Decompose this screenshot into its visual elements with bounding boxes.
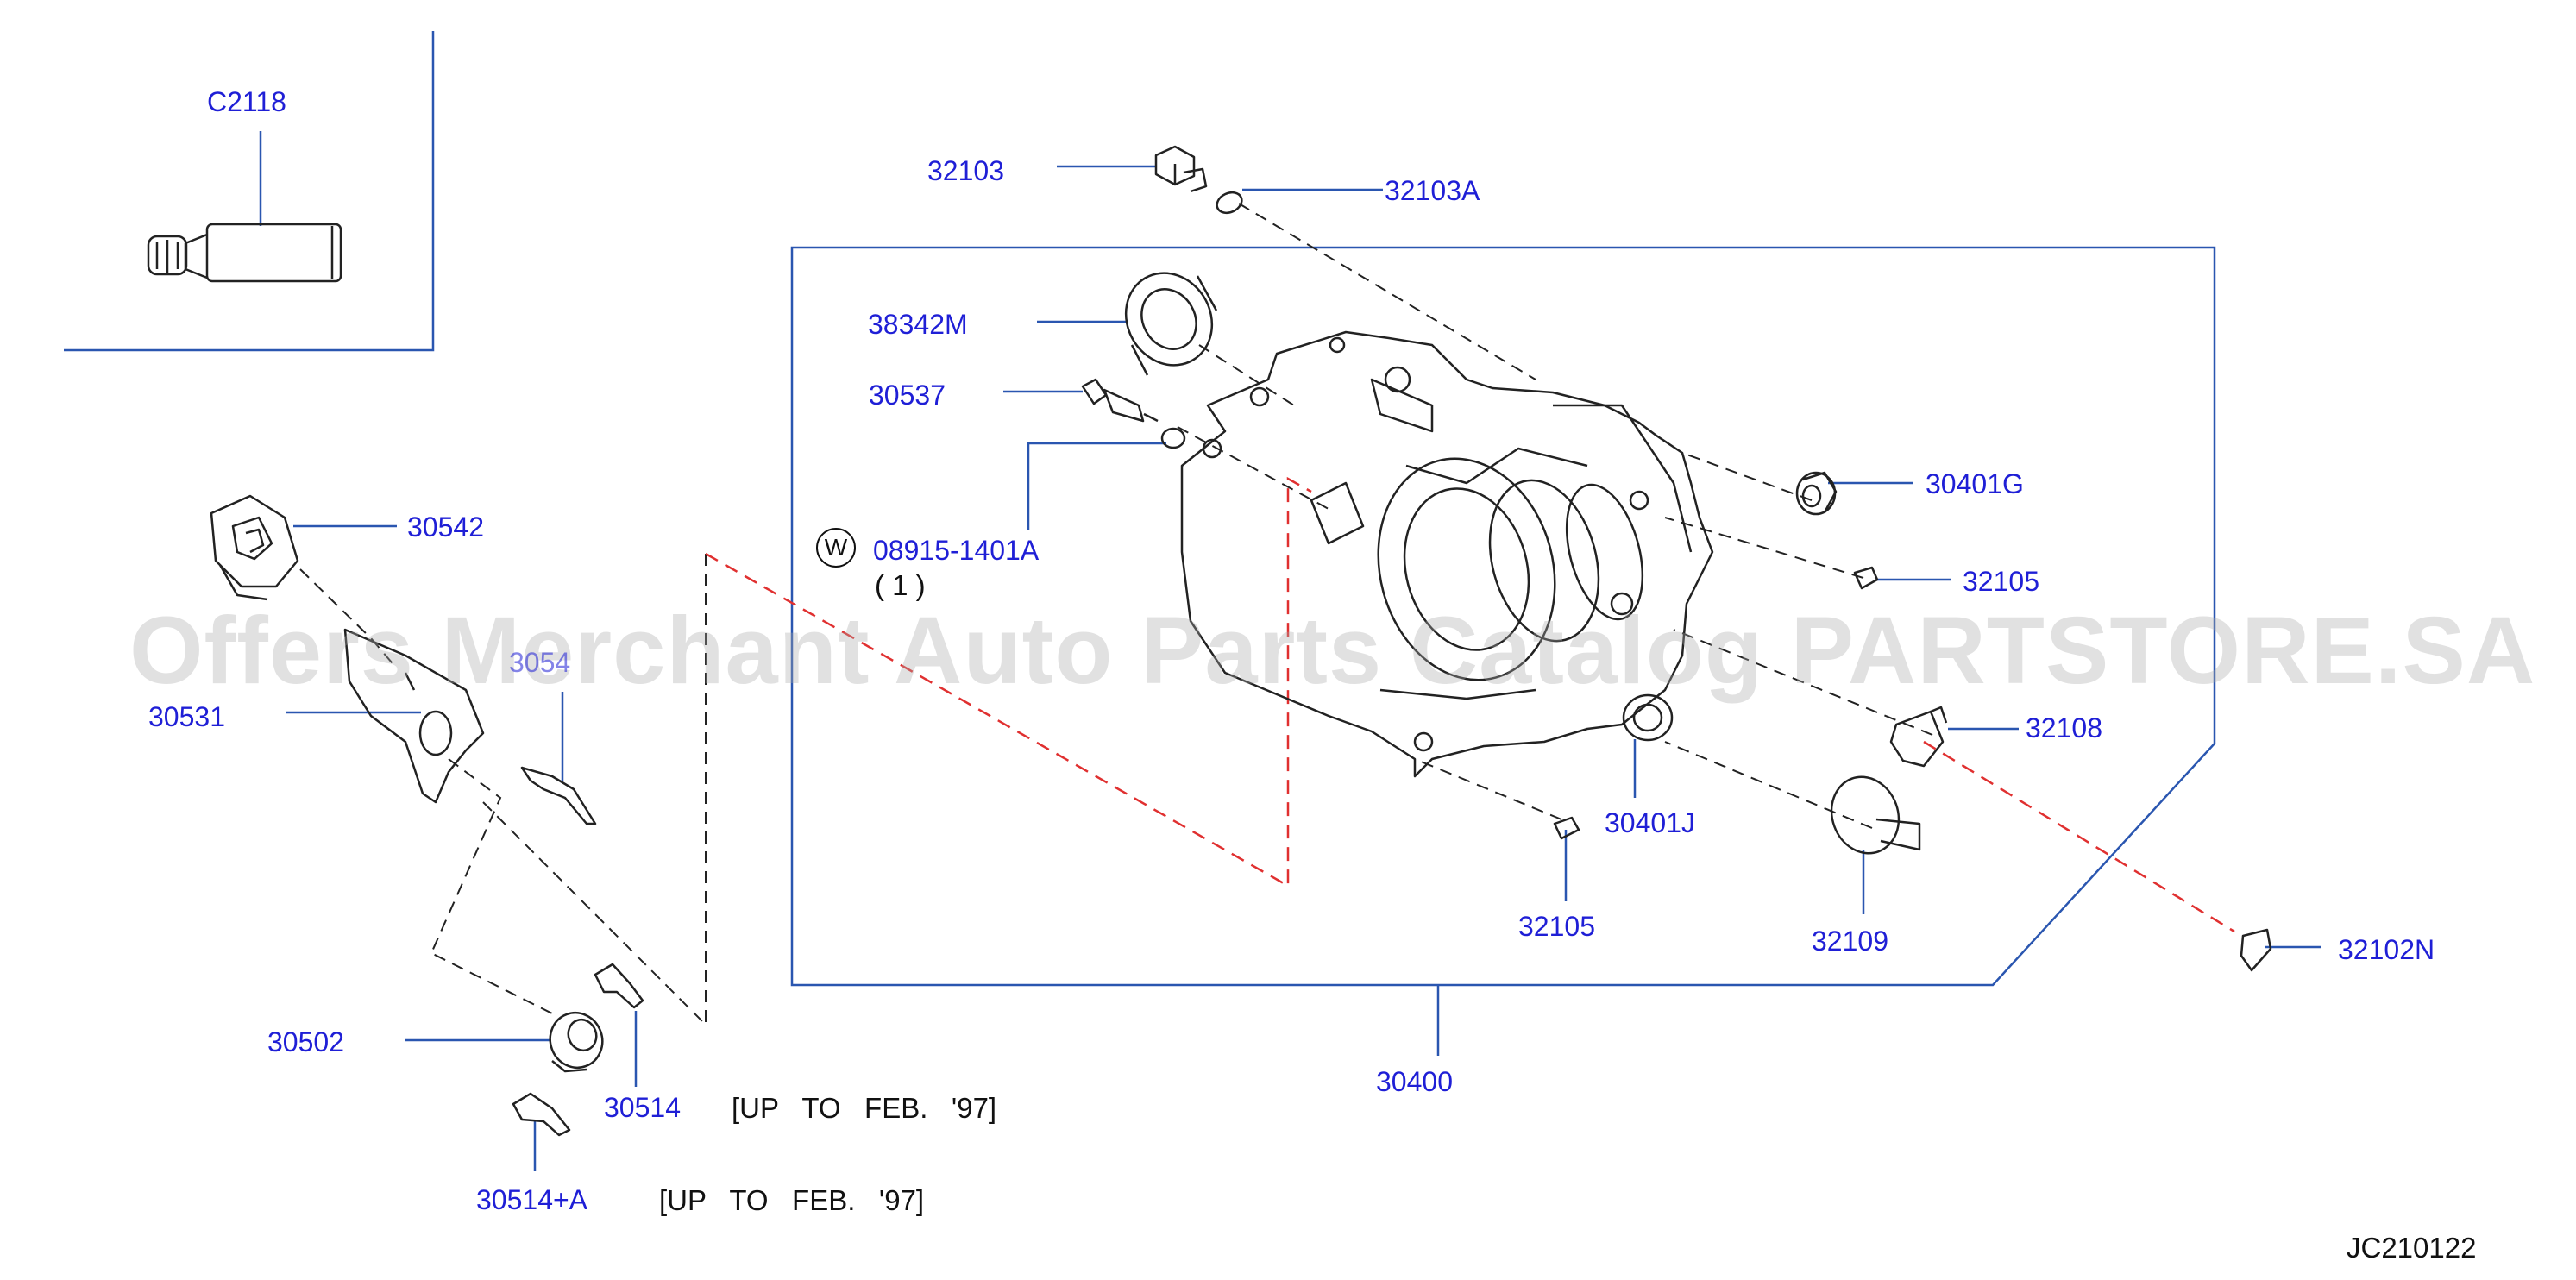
drain-plug-icon bbox=[1154, 145, 1208, 193]
switch-icon bbox=[1081, 378, 1159, 423]
retainer-clip-icon-2 bbox=[512, 1092, 571, 1137]
assembly-dashes bbox=[299, 203, 1933, 1027]
part-label-30542[interactable]: 30542 bbox=[407, 511, 484, 543]
spring-clip-icon bbox=[520, 766, 597, 825]
pin-icon-2 bbox=[1553, 816, 1580, 840]
part-label-30401g[interactable]: 30401G bbox=[1926, 468, 2024, 499]
date-note-30514-a: [UP TO FEB. '97] bbox=[659, 1184, 925, 1216]
part-label-32109[interactable]: 32109 bbox=[1812, 925, 1888, 957]
part-label-30514-a[interactable]: 30514+A bbox=[476, 1184, 588, 1215]
release-bearing-icon bbox=[549, 1011, 604, 1073]
oil-seal-icon bbox=[1124, 272, 1218, 376]
part-label-08915-1401a[interactable]: 08915-1401A bbox=[873, 535, 1040, 566]
part-label-30537[interactable]: 30537 bbox=[869, 380, 946, 411]
part-label-38342m[interactable]: 38342M bbox=[868, 309, 968, 340]
cap-icon bbox=[1795, 471, 1838, 516]
washer-symbol: W bbox=[816, 528, 856, 568]
part-label-30401j[interactable]: 30401J bbox=[1605, 807, 1695, 838]
part-label-3054-partial[interactable]: 3054 bbox=[509, 647, 571, 678]
housing-frame bbox=[790, 246, 2216, 987]
c2118-frame bbox=[64, 31, 435, 352]
pin-icon bbox=[1853, 566, 1879, 590]
gasket-icon bbox=[1216, 191, 1243, 215]
part-label-32105-bottom[interactable]: 32105 bbox=[1518, 911, 1595, 942]
date-note-30514: [UP TO FEB. '97] bbox=[732, 1092, 997, 1124]
part-label-32105-top[interactable]: 32105 bbox=[1963, 566, 2039, 597]
part-label-32108[interactable]: 32108 bbox=[2026, 712, 2102, 744]
part-label-30502[interactable]: 30502 bbox=[267, 1026, 344, 1057]
bearing-seal-icon bbox=[1622, 693, 1674, 742]
release-bearing-holder-icon bbox=[1889, 706, 1948, 768]
part-label-c2118[interactable]: C2118 bbox=[207, 86, 286, 117]
part-label-32102n[interactable]: 32102N bbox=[2338, 934, 2435, 965]
washer-icon bbox=[1160, 427, 1186, 449]
boot-icon bbox=[210, 494, 299, 601]
clip-icon bbox=[2240, 928, 2272, 972]
part-label-30400[interactable]: 30400 bbox=[1376, 1066, 1453, 1097]
leader-08915 bbox=[1027, 442, 1166, 530]
part-label-32103a[interactable]: 32103A bbox=[1385, 175, 1480, 206]
diagram-code: JC210122 bbox=[2347, 1232, 2477, 1264]
transmission-housing-icon bbox=[1180, 330, 1714, 778]
retainer-clip-icon bbox=[594, 963, 644, 1009]
part-label-30531[interactable]: 30531 bbox=[148, 701, 225, 732]
red-dashes bbox=[705, 476, 2235, 933]
part-drawings bbox=[147, 145, 2272, 1137]
part-label-30514[interactable]: 30514 bbox=[604, 1092, 681, 1123]
frame-lines bbox=[64, 31, 2321, 1171]
withdrawal-lever-icon bbox=[343, 628, 485, 804]
part-label-32103[interactable]: 32103 bbox=[927, 155, 1004, 186]
grease-tube-icon bbox=[147, 223, 342, 283]
quantity-note: ( 1 ) bbox=[875, 569, 926, 601]
guide-icon bbox=[1830, 775, 1921, 855]
